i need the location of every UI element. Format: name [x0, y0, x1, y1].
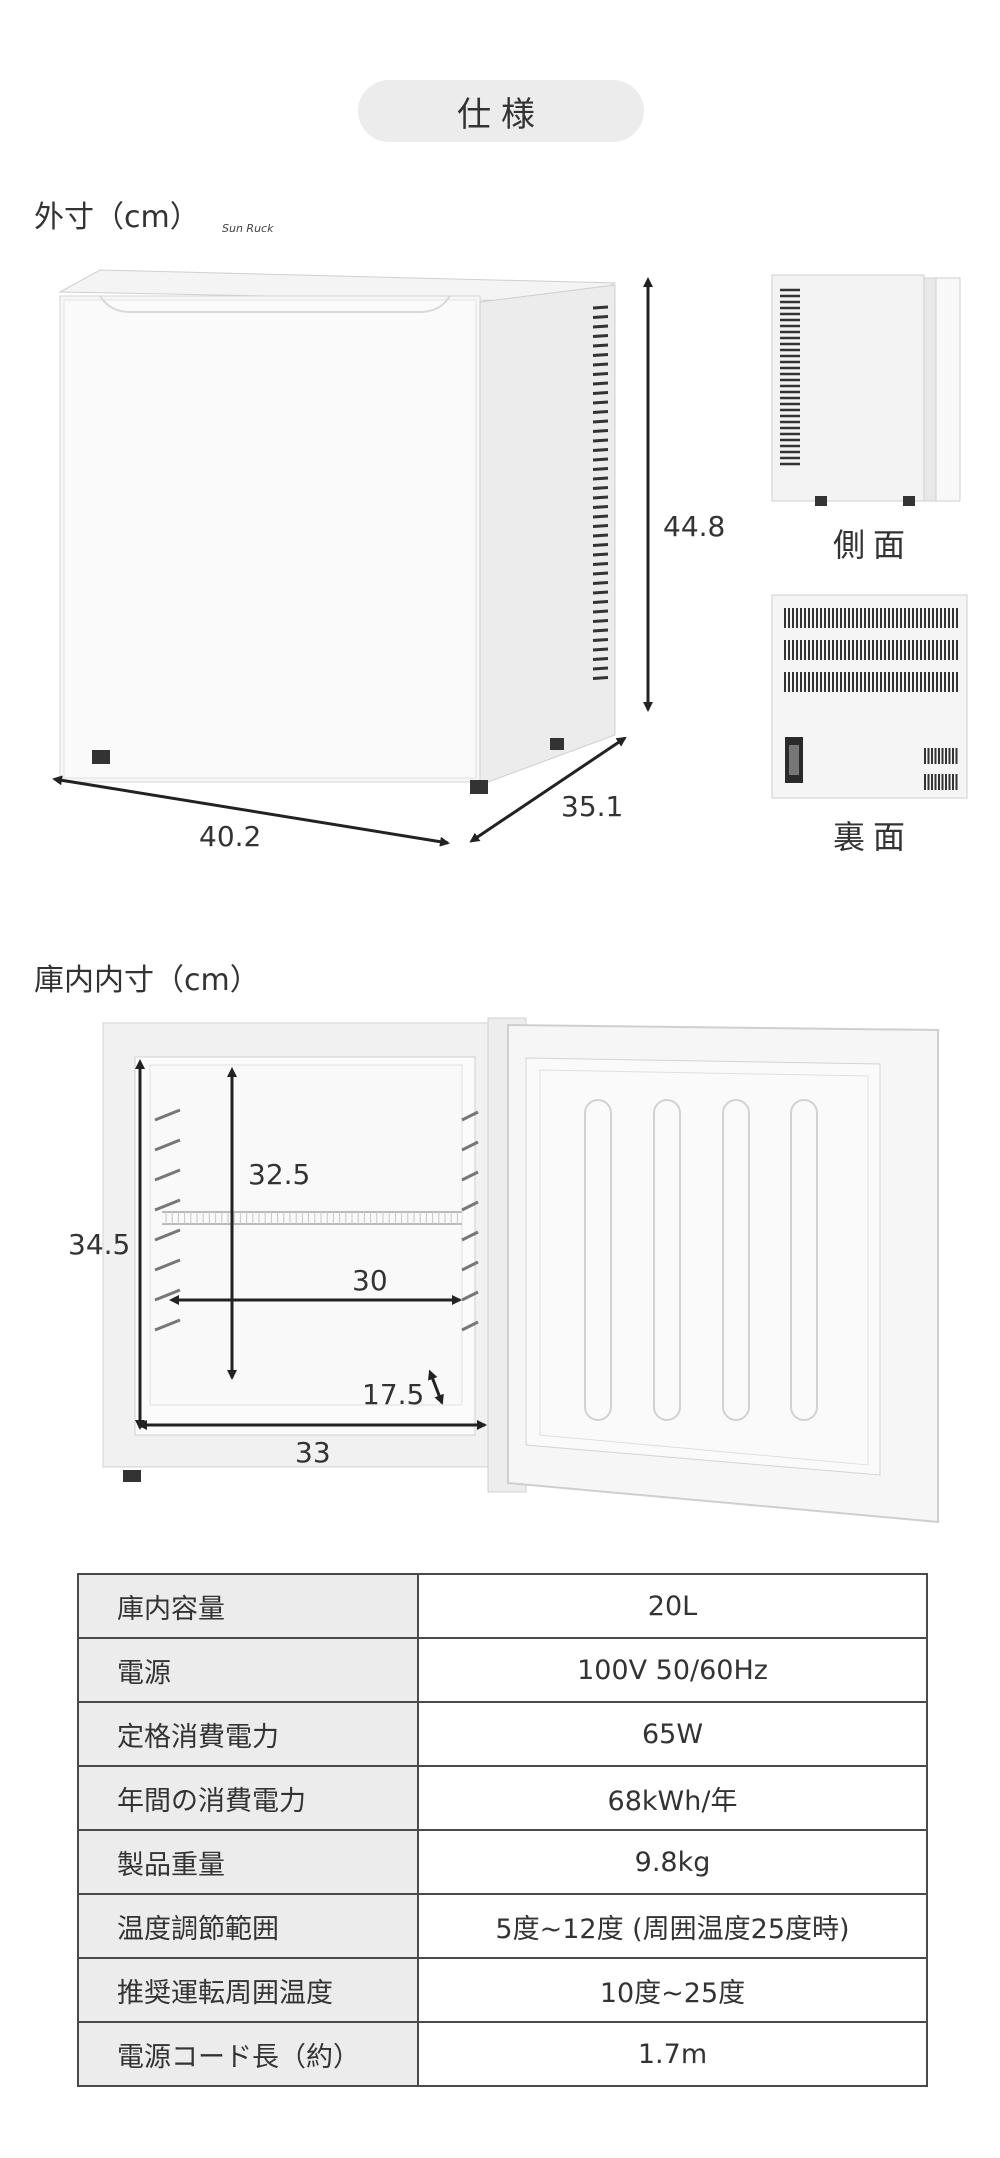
spec-value: 1.7m: [417, 2021, 928, 2087]
spec-value: 68kWh/年: [417, 1765, 928, 1831]
fridge-back-image: [771, 594, 968, 799]
interior-outer-height-label: 34.5: [68, 1228, 131, 1261]
spec-title: 仕様: [457, 94, 545, 135]
spec-label: 年間の消費電力: [77, 1765, 419, 1831]
exterior-height-label: 44.8: [663, 510, 726, 543]
spec-value: 10度~25度: [417, 1957, 928, 2023]
interior-section-title: 庫内内寸（cm）: [34, 963, 260, 998]
fridge-front-image: [58, 269, 617, 794]
side-view-label: 側面: [833, 526, 914, 564]
spec-label: 製品重量: [77, 1829, 419, 1895]
fridge-interior-image: [102, 1017, 939, 1524]
fridge-back-vents: [784, 608, 958, 790]
table-row: 電源コード長（約）1.7m: [77, 2021, 928, 2087]
back-view-label: 裏面: [833, 818, 914, 856]
fridge-side-image: [771, 274, 961, 506]
fridge-door-grooves: [584, 1099, 818, 1421]
fridge-side-vents: [780, 288, 800, 466]
spec-value: 9.8kg: [417, 1829, 928, 1895]
fridge-front-vents: [592, 305, 609, 680]
spec-label: 庫内容量: [77, 1573, 419, 1639]
spec-label: 推奨運転周囲温度: [77, 1957, 419, 2023]
spec-label: 定格消費電力: [77, 1701, 419, 1767]
spec-label: 電源: [77, 1637, 419, 1703]
interior-inner-height-label: 32.5: [248, 1158, 311, 1191]
spec-value: 65W: [417, 1701, 928, 1767]
exterior-depth-label: 35.1: [561, 790, 624, 823]
spec-value: 20L: [417, 1573, 928, 1639]
exterior-width-label: 40.2: [199, 820, 262, 853]
spec-value: 100V 50/60Hz: [417, 1637, 928, 1703]
brand-logo: Sun Ruck: [222, 222, 274, 235]
spec-label: 温度調節範囲: [77, 1893, 419, 1959]
spec-title-badge: 仕様: [358, 80, 644, 142]
interior-inner-width-label: 30: [352, 1264, 388, 1297]
interior-depth-label: 17.5: [362, 1378, 425, 1411]
spec-value: 5度~12度 (周囲温度25度時): [417, 1893, 928, 1959]
spec-label: 電源コード長（約）: [77, 2021, 419, 2087]
interior-outer-width-label: 33: [295, 1436, 331, 1469]
exterior-section-title: 外寸（cm）: [34, 200, 200, 235]
